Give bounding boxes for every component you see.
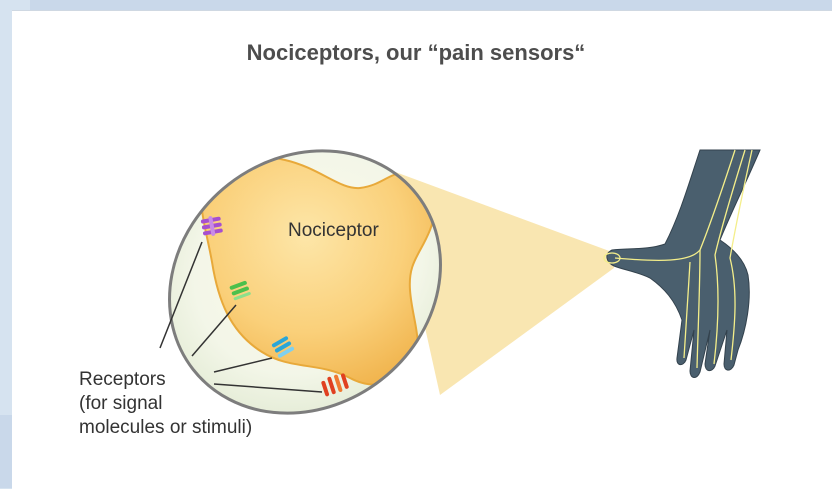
receptors-label-line1: Receptors	[79, 368, 252, 392]
diagram-title: Nociceptors, our “pain sensors“	[0, 40, 832, 66]
hand-illustration	[604, 150, 760, 378]
receptors-label-line3: molecules or stimuli)	[79, 416, 252, 440]
nociceptor-label: Nociceptor	[288, 220, 379, 242]
receptors-label: Receptors (for signal molecules or stimu…	[79, 368, 252, 440]
receptors-label-line2: (for signal	[79, 392, 252, 416]
